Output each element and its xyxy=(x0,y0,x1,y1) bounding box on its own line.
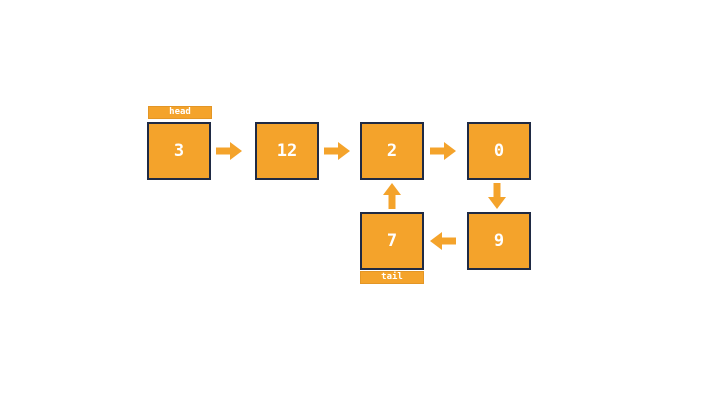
list-node-0: 0 xyxy=(467,122,531,180)
arrow-down-icon xyxy=(488,183,506,209)
list-node-3: 3 xyxy=(147,122,211,180)
arrow-left-icon xyxy=(430,232,456,250)
arrow-up-icon xyxy=(383,183,401,209)
pointer-label-head: head xyxy=(148,106,212,119)
list-node-2: 2 xyxy=(360,122,424,180)
list-node-12: 12 xyxy=(255,122,319,180)
node-value: 3 xyxy=(173,140,185,161)
list-node-9: 9 xyxy=(467,212,531,270)
arrow-right-icon xyxy=(324,142,350,160)
node-value: 0 xyxy=(493,140,505,161)
arrow-right-icon xyxy=(216,142,242,160)
node-value: 12 xyxy=(276,140,298,161)
list-node-7: 7 xyxy=(360,212,424,270)
pointer-label-head-text: head xyxy=(169,107,191,117)
pointer-label-tail: tail xyxy=(360,271,424,284)
node-value: 2 xyxy=(386,140,398,161)
node-value: 7 xyxy=(386,230,398,251)
arrow-right-icon xyxy=(430,142,456,160)
pointer-label-tail-text: tail xyxy=(381,272,403,282)
node-value: 9 xyxy=(493,230,505,251)
